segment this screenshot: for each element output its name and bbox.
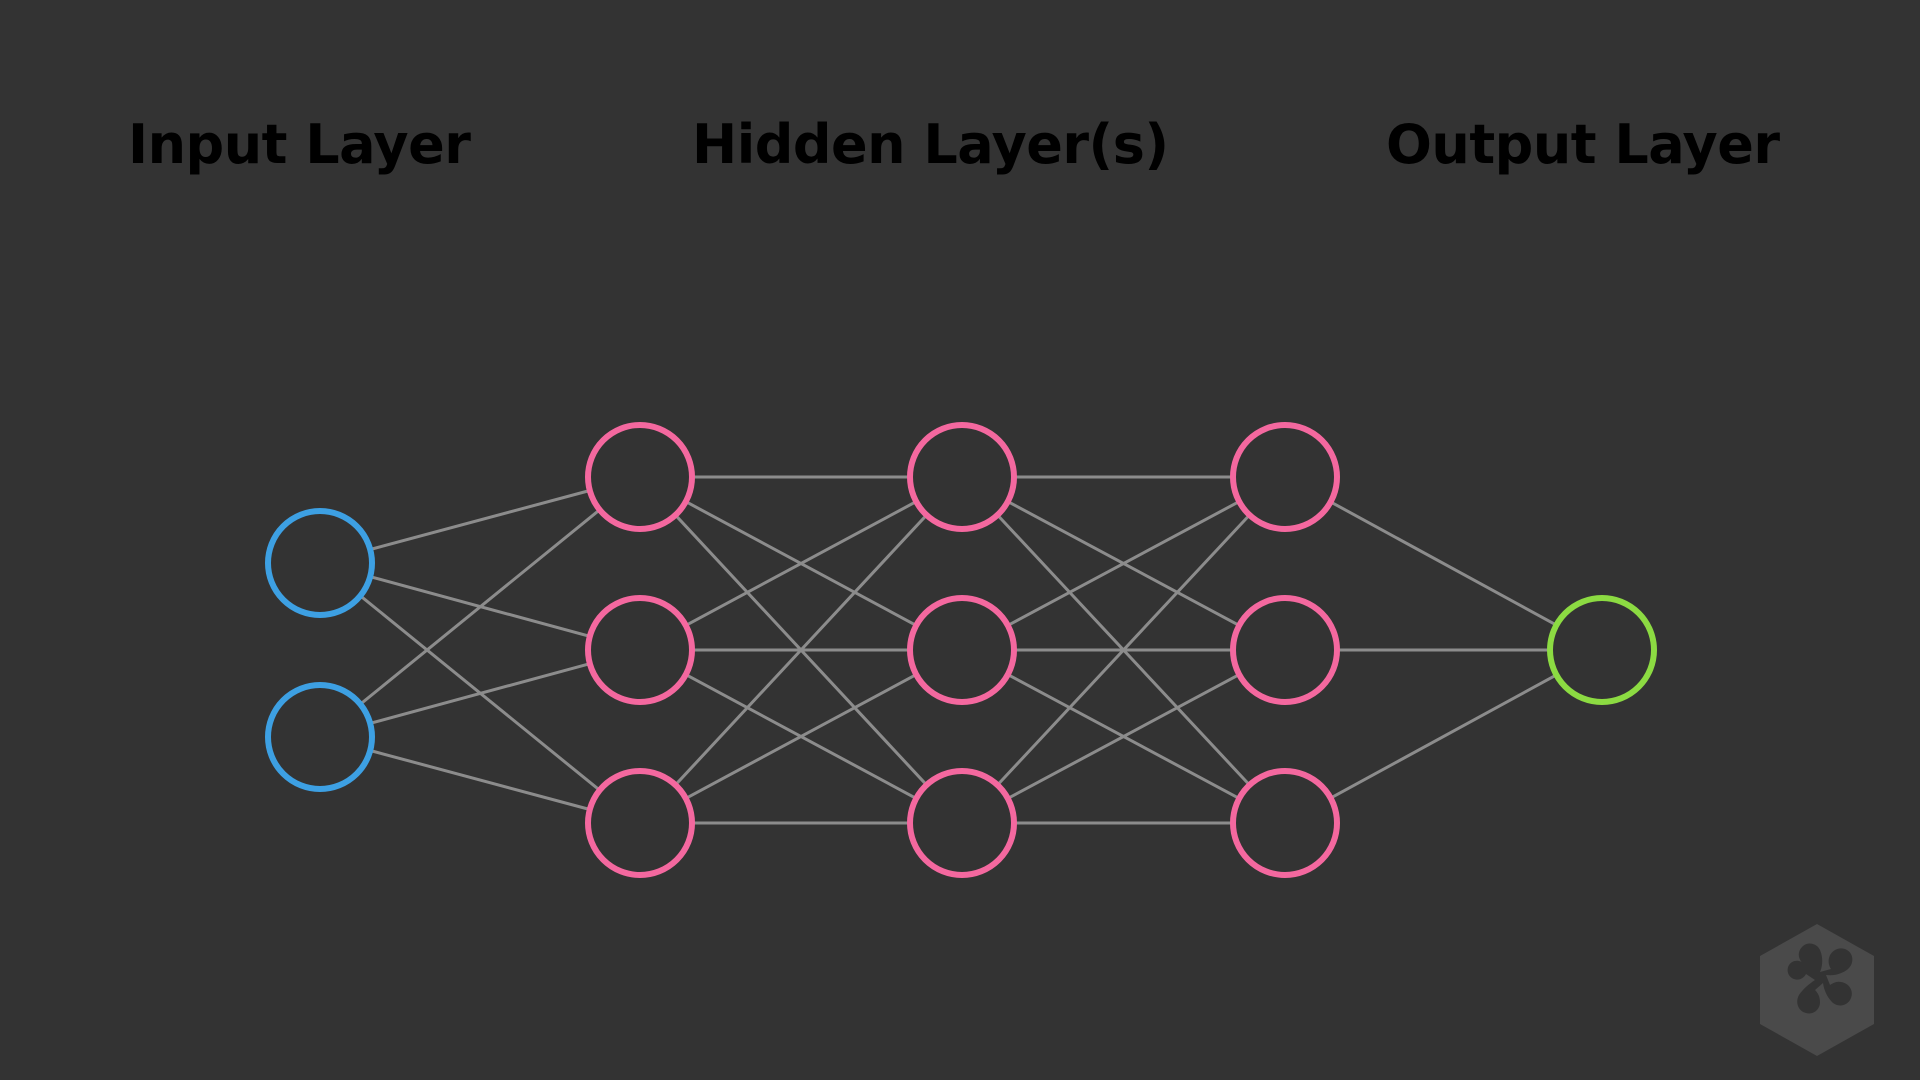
node-output [1547, 595, 1657, 705]
node-input [265, 682, 375, 792]
edge [368, 662, 592, 725]
edge [1329, 673, 1558, 800]
node-input [265, 508, 375, 618]
edge [358, 508, 602, 706]
edge [368, 488, 592, 552]
node-hidden2 [907, 595, 1017, 705]
node-hidden2 [907, 768, 1017, 878]
edge [1006, 673, 1241, 800]
edge [1329, 500, 1558, 627]
edge [673, 513, 929, 787]
node-hidden3 [1230, 422, 1340, 532]
edge [368, 748, 592, 812]
node-hidden3 [1230, 768, 1340, 878]
output-layer-label: Output Layer [1386, 113, 1780, 176]
edge [995, 513, 1252, 787]
input-layer-label: Input Layer [128, 113, 471, 176]
edge [1006, 500, 1241, 627]
node-hidden1 [585, 595, 695, 705]
edges-group [358, 475, 1558, 825]
hidden-layer-label: Hidden Layer(s) [692, 113, 1169, 176]
node-hidden3 [1230, 595, 1340, 705]
node-hidden1 [585, 422, 695, 532]
treehouse-hex-logo-icon [1760, 924, 1874, 1056]
nodes-group [265, 422, 1657, 878]
edge [684, 500, 918, 627]
node-hidden1 [585, 768, 695, 878]
edge [684, 673, 918, 800]
node-hidden2 [907, 422, 1017, 532]
